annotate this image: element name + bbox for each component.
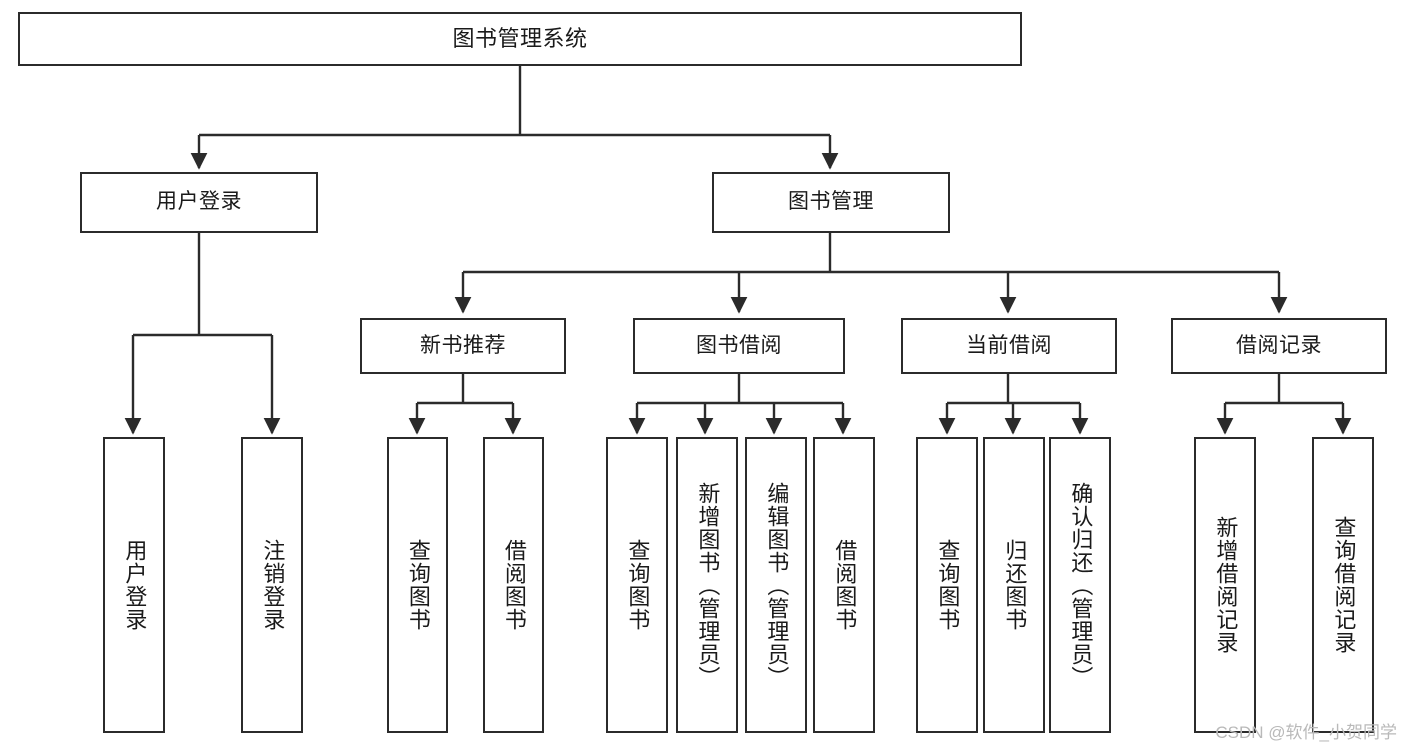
node-leaf-logout-login[interactable]: 注销登录 [241, 437, 303, 733]
node-leaf-query-book-3-label: 查询图书 [935, 539, 961, 631]
node-leaf-query-record-label: 查询借阅记录 [1331, 516, 1357, 654]
node-leaf-query-book-1-label: 查询图书 [405, 539, 431, 631]
node-book-borrow-label: 图书借阅 [696, 333, 782, 357]
node-user-login-label: 用户登录 [156, 190, 242, 214]
node-new-book-recommend-label: 新书推荐 [420, 333, 506, 357]
node-borrow-record-label: 借阅记录 [1236, 333, 1322, 357]
node-leaf-query-record[interactable]: 查询借阅记录 [1312, 437, 1374, 733]
node-leaf-query-book-3[interactable]: 查询图书 [916, 437, 978, 733]
node-root-system-label: 图书管理系统 [452, 26, 588, 52]
node-current-borrow[interactable]: 当前借阅 [901, 318, 1117, 374]
node-leaf-borrow-book-2[interactable]: 借阅图书 [813, 437, 875, 733]
node-book-management-label: 图书管理 [788, 190, 874, 214]
node-leaf-add-record[interactable]: 新增借阅记录 [1194, 437, 1256, 733]
node-leaf-confirm-return[interactable]: 确认归还（管理员） [1049, 437, 1111, 733]
node-book-borrow[interactable]: 图书借阅 [633, 318, 845, 374]
node-leaf-query-book-1[interactable]: 查询图书 [387, 437, 448, 733]
node-leaf-query-book-2-label: 查询图书 [625, 539, 651, 631]
node-leaf-confirm-return-label: 确认归还（管理员） [1068, 481, 1094, 689]
node-root-system[interactable]: 图书管理系统 [18, 12, 1022, 66]
node-user-login[interactable]: 用户登录 [80, 172, 318, 233]
node-leaf-add-book[interactable]: 新增图书（管理员） [676, 437, 738, 733]
node-leaf-borrow-book-2-label: 借阅图书 [832, 539, 858, 631]
node-leaf-logout-login-label: 注销登录 [260, 539, 286, 631]
node-leaf-borrow-book-1-label: 借阅图书 [501, 539, 527, 631]
node-current-borrow-label: 当前借阅 [966, 333, 1052, 357]
node-book-management[interactable]: 图书管理 [712, 172, 950, 233]
node-leaf-return-book-label: 归还图书 [1002, 539, 1028, 631]
node-leaf-edit-book-label: 编辑图书（管理员） [764, 481, 790, 689]
node-leaf-add-record-label: 新增借阅记录 [1213, 516, 1239, 654]
node-new-book-recommend[interactable]: 新书推荐 [360, 318, 566, 374]
node-borrow-record[interactable]: 借阅记录 [1171, 318, 1387, 374]
csdn-watermark: CSDN @软件_小贺同学 [1215, 723, 1397, 742]
node-leaf-edit-book[interactable]: 编辑图书（管理员） [745, 437, 807, 733]
node-leaf-return-book[interactable]: 归还图书 [983, 437, 1045, 733]
node-leaf-user-login-label: 用户登录 [122, 539, 148, 631]
node-leaf-add-book-label: 新增图书（管理员） [695, 481, 721, 689]
node-leaf-query-book-2[interactable]: 查询图书 [606, 437, 668, 733]
node-leaf-user-login[interactable]: 用户登录 [103, 437, 165, 733]
node-leaf-borrow-book-1[interactable]: 借阅图书 [483, 437, 544, 733]
